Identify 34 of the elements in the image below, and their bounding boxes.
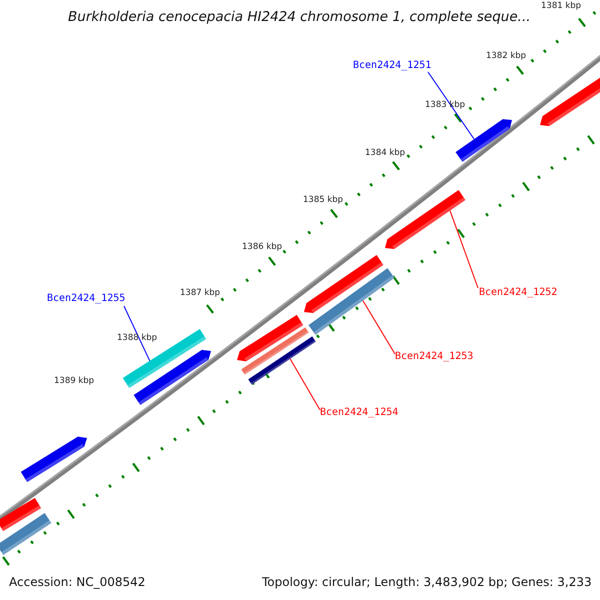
leader-line bbox=[362, 300, 396, 354]
accession-text: Accession: NC_008542 bbox=[9, 576, 146, 588]
scale-label: 1385 kbp bbox=[303, 196, 344, 204]
scale-label: 1383 kbp bbox=[425, 101, 466, 110]
gene-feature bbox=[304, 255, 384, 313]
gene-feature bbox=[134, 350, 211, 405]
gene-label: Bcen2424_1252 bbox=[479, 288, 558, 298]
leader-line bbox=[428, 72, 475, 140]
gene-feature bbox=[248, 336, 316, 385]
gene-label: Bcen2424_1254 bbox=[320, 408, 398, 418]
gene-feature bbox=[308, 268, 394, 335]
gene-feature bbox=[0, 513, 52, 555]
scale-label: 1382 kbp bbox=[486, 52, 526, 60]
gene-feature bbox=[237, 314, 304, 362]
leader-line bbox=[290, 358, 320, 410]
gene-feature bbox=[540, 76, 600, 126]
gene-label: Bcen2424_1253 bbox=[395, 352, 474, 362]
scale-label: 1384 kbp bbox=[365, 149, 406, 158]
scale-label: 1381 kbp bbox=[541, 2, 582, 10]
title: Burkholderia cenocepacia HI2424 chromosome 1, complete seque... bbox=[68, 11, 531, 24]
scale-label: 1386 kbp bbox=[242, 243, 282, 252]
gene-feature bbox=[385, 190, 466, 249]
gene-feature bbox=[241, 327, 309, 375]
scale-label: 1387 kbp bbox=[180, 289, 220, 298]
scale-label: 1388 kbp bbox=[117, 334, 158, 342]
gene-label: Bcen2424_1255 bbox=[47, 294, 126, 304]
gene-feature bbox=[20, 436, 87, 482]
leader-line bbox=[450, 210, 478, 288]
gene-label: Bcen2424_1251 bbox=[353, 61, 432, 71]
gene-feature bbox=[456, 119, 512, 162]
scale-label: 1389 kbp bbox=[54, 377, 94, 386]
genome-summary: Topology: circular; Length: 3,483,902 bp; Genes: 3,233 bbox=[262, 576, 592, 588]
gene-feature bbox=[0, 498, 42, 532]
leader-line bbox=[124, 306, 150, 362]
